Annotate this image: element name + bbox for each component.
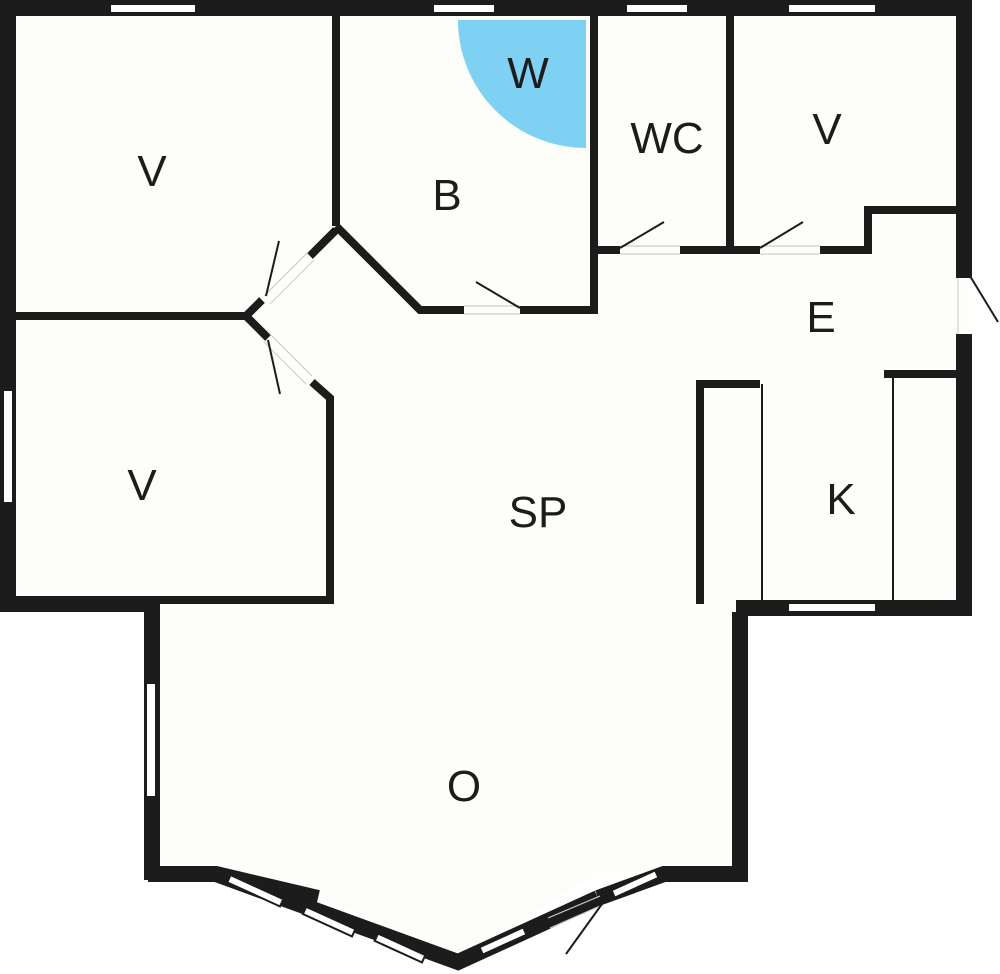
window xyxy=(109,3,197,14)
room-label-bathroom: B xyxy=(432,171,462,220)
room-label-bedroom-top-right: V xyxy=(812,105,842,154)
interior-walls xyxy=(8,10,964,604)
room-label-kitchen: K xyxy=(826,475,856,524)
windows xyxy=(2,3,877,964)
window xyxy=(625,3,689,14)
window xyxy=(432,3,496,14)
doors xyxy=(263,221,999,955)
room-label-bedroom-mid-left: V xyxy=(127,461,157,510)
window xyxy=(787,602,877,613)
room-label-washer: W xyxy=(507,49,549,98)
room-label-bedroom-top-left: V xyxy=(137,147,167,196)
window xyxy=(145,682,157,798)
washer-area xyxy=(458,20,586,148)
window xyxy=(787,3,877,14)
kitchen-counters xyxy=(761,378,894,602)
room-label-dining: SP xyxy=(508,488,568,537)
window xyxy=(2,389,14,504)
room-label-toilet: WC xyxy=(630,114,704,163)
room-label-living: O xyxy=(446,762,482,811)
room-label-entrance: E xyxy=(806,293,836,342)
